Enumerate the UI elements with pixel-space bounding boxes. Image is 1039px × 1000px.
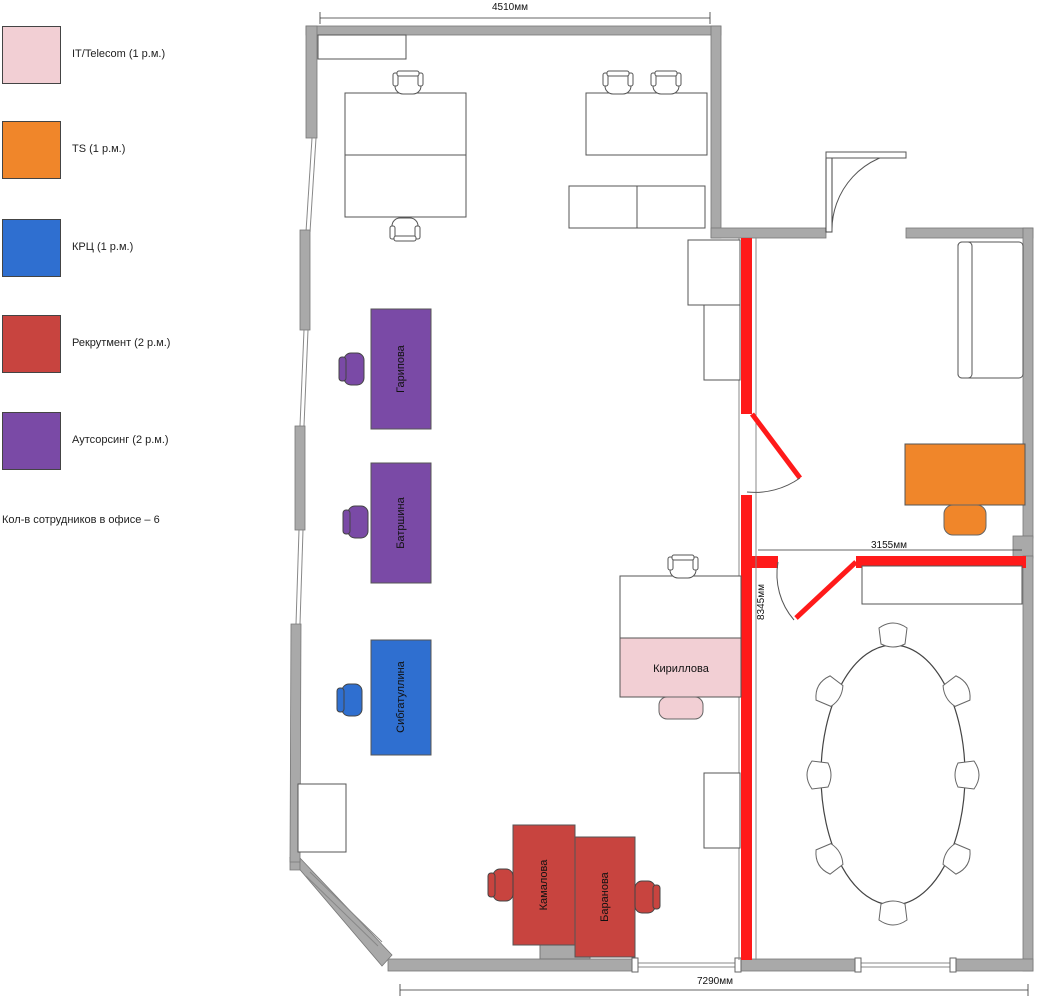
cabinet-left [297, 783, 347, 853]
desk-label-baranova: Баранова [599, 871, 611, 921]
cabinet-right-3 [703, 772, 741, 849]
cabinet-2 [636, 185, 706, 229]
desk-top-1 [344, 92, 467, 156]
chair [878, 900, 908, 926]
doors [746, 151, 907, 621]
desk-label-batrshina: Батршина [395, 496, 407, 548]
furniture [297, 34, 1024, 853]
wall-right-notch [1012, 535, 1034, 559]
chair [878, 622, 908, 648]
chair [602, 70, 634, 95]
cabinet-1 [568, 185, 638, 229]
legend-swatch-ts [2, 121, 61, 179]
dimension-bottom: 7290мм [697, 976, 733, 987]
desk-garipova: Гарипова [338, 308, 432, 430]
desk-kirillova: Кириллова [619, 637, 742, 720]
legend-label: Аутсорсинг (2 р.м.) [72, 434, 169, 446]
legend-swatch-krc [2, 219, 61, 277]
desk-label-sibgatullina: Сибгатуллина [395, 660, 407, 733]
meeting-table-top [820, 644, 966, 906]
wall-right-top [905, 227, 1034, 239]
desk-kirillova-top [619, 575, 742, 639]
sofa-back [957, 241, 973, 379]
desk-sibgatullina: Сибгатуллина [336, 639, 432, 756]
legend-label: КРЦ (1 р.м.) [72, 241, 134, 253]
dimension-top: 4510мм [492, 2, 528, 13]
legend-item-recruitment: Рекрутмент (2 р.м.) [0, 315, 180, 377]
desk-label-kamalova: Камалова [538, 859, 550, 911]
partition-lower [741, 495, 752, 960]
desk-top-3 [585, 92, 708, 156]
dimension-room-width: 3155мм [871, 540, 907, 551]
desk-top-2 [344, 154, 467, 218]
chair [389, 217, 421, 242]
chair-kirillova [658, 696, 704, 720]
chair [392, 70, 424, 95]
chair [650, 70, 682, 95]
legend-label: IT/Telecom (1 р.м.) [72, 48, 166, 60]
dimension-lines [319, 12, 1029, 996]
wall-step-top [710, 227, 827, 239]
partition-upper [741, 238, 752, 414]
cabinet-right-2 [703, 304, 741, 381]
dimension-corridor: 8345мм [756, 584, 767, 620]
legend-item-ts: TS (1 р.м.) [0, 121, 180, 183]
desk-batrshina: Батршина [342, 462, 432, 584]
meeting-room-cabinet [861, 565, 1023, 605]
legend-swatch-outsourcing [2, 412, 61, 470]
legend-item-it-telecom: IT/Telecom (1 р.м.) [0, 26, 180, 88]
wall-left-diagonal [289, 857, 393, 967]
cabinet-right-1 [687, 239, 741, 306]
legend-item-krc: КРЦ (1 р.м.) [0, 219, 180, 281]
legend-swatch-it-telecom [2, 26, 61, 84]
legend-label: Рекрутмент (2 р.м.) [72, 337, 171, 349]
desk-ts [904, 443, 1026, 536]
wall-left-top [305, 25, 318, 139]
wall-bottom-left [387, 958, 639, 972]
legend-note: Кол-в сотрудников в офисе – 6 [2, 514, 160, 526]
legend-swatch-recruitment [2, 315, 61, 373]
meeting-table [806, 622, 980, 926]
wall-top [305, 25, 722, 36]
walls [289, 25, 1034, 972]
chair-ts [943, 504, 987, 536]
chair [954, 760, 980, 790]
partitions [741, 238, 1026, 960]
shelf-top [317, 34, 407, 60]
wall-bottom-right [954, 958, 1034, 972]
desk-kamalova: Камалова [487, 824, 576, 946]
legend-item-outsourcing: Аутсорсинг (2 р.м.) [0, 412, 180, 474]
chair [667, 554, 699, 579]
desk-baranova: Баранова [574, 836, 661, 958]
chair [806, 760, 832, 790]
legend-label: TS (1 р.м.) [72, 143, 126, 155]
desk-label-kirillova: Кириллова [653, 663, 710, 675]
wall-step [710, 25, 722, 239]
wall-right-lower [1022, 555, 1034, 972]
partition-room-right [856, 556, 1026, 568]
partition-room-left [752, 556, 778, 568]
desk-label-garipova: Гарипова [395, 344, 407, 393]
wall-bottom-mid [734, 958, 861, 972]
